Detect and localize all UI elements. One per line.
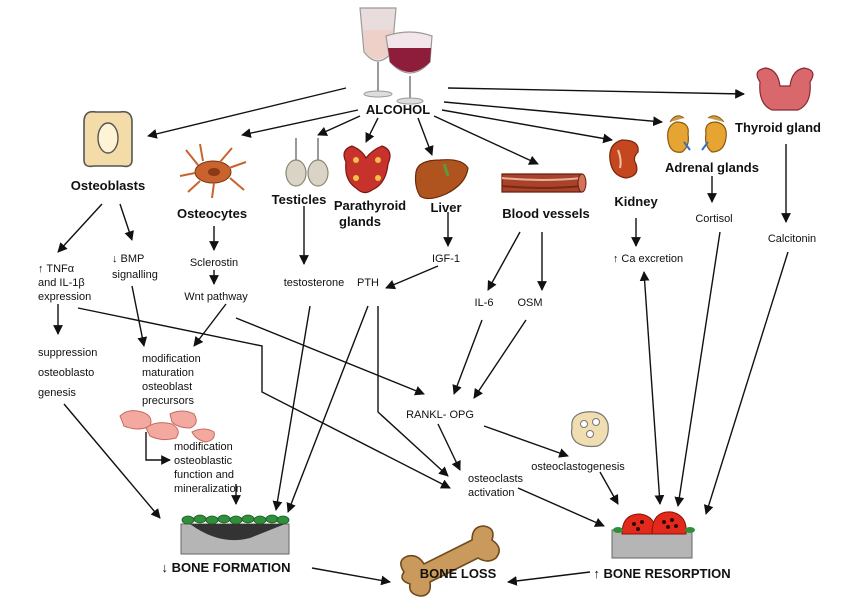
blood-vessel-icon <box>501 173 587 193</box>
modification-maturation-line3: osteoblast <box>142 381 192 393</box>
osteocyte-icon <box>179 143 247 199</box>
wine-glasses-icon <box>359 7 433 105</box>
osm-label: OSM <box>517 297 542 309</box>
modification-maturation-line1: modification <box>142 353 201 365</box>
wnt-pathway-label: Wnt pathway <box>184 291 248 303</box>
bone-formation-label: ↓ BONE FORMATION <box>161 560 290 575</box>
bone-loss-icon <box>400 525 500 597</box>
rankl-opg-label: RANKL- OPG <box>406 409 474 421</box>
blood-vessels-label: Blood vessels <box>502 206 589 221</box>
thyroid-gland-icon <box>756 67 814 111</box>
cortisol-label: Cortisol <box>695 213 732 225</box>
ca-excretion-label: ↑ Ca excretion <box>613 253 683 265</box>
suppression-label-line3: genesis <box>38 387 76 399</box>
arrows <box>53 87 791 586</box>
il6-label: IL-6 <box>475 297 494 309</box>
parathyroid-label-line1: Parathyroid <box>334 198 406 213</box>
labels: ALCOHOL Osteoblasts Osteocytes Testicles… <box>38 102 821 581</box>
parathyroid-label-line2: glands <box>339 214 381 229</box>
osteoblast-precursors-icon <box>119 410 215 443</box>
bone-resorption-label: ↑ BONE RESORPTION <box>593 566 730 581</box>
calcitonin-label: Calcitonin <box>768 233 816 245</box>
pth-label: PTH <box>357 277 379 289</box>
liver-icon <box>414 159 469 200</box>
osteoblasts-label: Osteoblasts <box>71 178 145 193</box>
modification-maturation-line2: maturation <box>142 367 194 379</box>
thyroid-gland-label: Thyroid gland <box>735 120 821 135</box>
modification-maturation-line4: precursors <box>142 395 194 407</box>
osteoclasts-activation-line1: osteoclasts <box>468 473 524 485</box>
bone-formation-icon <box>180 514 290 555</box>
bone-loss-label: BONE LOSS <box>420 566 497 581</box>
alcohol-label: ALCOHOL <box>366 102 430 117</box>
liver-label: Liver <box>430 200 461 215</box>
adrenal-glands-icon <box>667 115 727 153</box>
bone-resorption-icon <box>611 511 695 559</box>
bmp-label-line2: signalling <box>112 269 158 281</box>
kidney-icon <box>609 139 639 179</box>
sclerostin-label: Sclerostin <box>190 257 238 269</box>
igf1-label: IGF-1 <box>432 253 460 265</box>
tnf-label-line3: expression <box>38 291 91 303</box>
kidney-label: Kidney <box>614 194 658 209</box>
parathyroid-icon <box>343 145 391 194</box>
modification-function-line2: osteoblastic <box>174 455 233 467</box>
osteoclasts-activation-line2: activation <box>468 487 514 499</box>
modification-function-line1: modification <box>174 441 233 453</box>
modification-function-line3: function and <box>174 469 234 481</box>
osteoblast-cell-icon <box>83 110 133 168</box>
tnf-label-line2: and IL-1β <box>38 277 85 289</box>
tnf-label-line1: ↑ TNFα <box>38 263 75 275</box>
osteoclast-small-icon <box>570 411 609 448</box>
modification-function-line4: mineralization <box>174 483 242 495</box>
adrenal-glands-label: Adrenal glands <box>665 160 759 175</box>
testosterone-label: testosterone <box>284 277 345 289</box>
testicles-label: Testicles <box>272 192 327 207</box>
testicles-icon <box>285 138 329 187</box>
osteocytes-label: Osteocytes <box>177 206 247 221</box>
suppression-label-line1: suppression <box>38 347 97 359</box>
suppression-label-line2: osteoblasto <box>38 367 94 379</box>
bmp-label-line1: ↓ BMP <box>112 253 144 265</box>
osteoclastogenesis-label: osteoclastogenesis <box>531 461 625 473</box>
